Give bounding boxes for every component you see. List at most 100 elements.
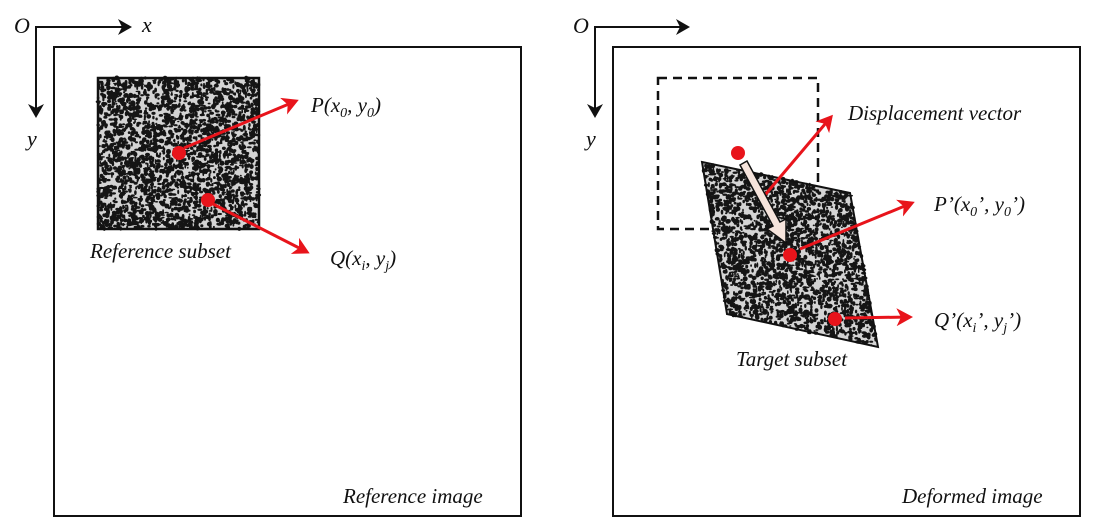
speckle-dot xyxy=(241,164,244,169)
speckle-dot xyxy=(182,194,188,198)
speckle-dot xyxy=(244,182,248,187)
speckle-dot xyxy=(162,219,165,224)
speckle-dot xyxy=(804,236,809,239)
speckle-dot xyxy=(726,308,732,311)
speckle-dot xyxy=(731,280,736,285)
speckle-dot xyxy=(112,154,118,158)
speckle-dot xyxy=(183,100,188,103)
speckle-dot xyxy=(765,306,770,309)
speckle-dot xyxy=(170,112,174,114)
speckle-dot xyxy=(153,148,158,154)
speckle-dot xyxy=(206,168,210,172)
speckle-dot xyxy=(852,301,856,306)
speckle-dot xyxy=(720,236,727,240)
speckle-dot xyxy=(244,93,247,99)
speckle-dot xyxy=(214,150,219,157)
speckle-dot xyxy=(816,189,820,194)
speckle-dot xyxy=(177,221,182,225)
speckle-dot xyxy=(245,100,250,105)
speckle-dot xyxy=(246,159,250,162)
speckle-dot xyxy=(756,214,760,220)
speckle-dot xyxy=(239,157,242,162)
speckle-dot xyxy=(180,142,184,145)
speckle-dot xyxy=(834,224,837,227)
speckle-dot xyxy=(218,92,222,97)
speckle-dot xyxy=(128,102,131,105)
speckle-dot xyxy=(131,142,133,147)
speckle-dot xyxy=(842,261,848,265)
speckle-dot xyxy=(831,278,835,281)
speckle-dot xyxy=(813,278,816,283)
speckle-dot xyxy=(232,84,235,89)
speckle-dot xyxy=(168,129,173,134)
speckle-dot xyxy=(123,156,128,160)
speckle-dot xyxy=(815,215,818,219)
speckle-dot xyxy=(771,260,774,263)
speckle-dot xyxy=(147,224,151,228)
speckle-dot xyxy=(836,266,839,271)
speckle-dot xyxy=(156,188,160,193)
speckle-dot xyxy=(167,101,170,106)
point-p-label: P(x0, y0) xyxy=(310,93,381,121)
speckle-dot xyxy=(207,102,211,105)
speckle-dot xyxy=(110,105,115,108)
speckle-dot xyxy=(225,193,228,196)
speckle-dot xyxy=(118,97,123,101)
speckle-dot xyxy=(139,109,143,114)
speckle-dot xyxy=(760,317,764,322)
speckle-dot xyxy=(790,279,792,284)
speckle-dot xyxy=(239,191,245,195)
speckle-dot xyxy=(799,284,802,287)
speckle-dot xyxy=(205,98,208,101)
speckle-dot xyxy=(163,194,167,199)
speckle-dot xyxy=(191,91,194,97)
speckle-dot xyxy=(152,79,155,82)
speckle-dot xyxy=(826,252,829,255)
speckle-dot xyxy=(116,141,121,146)
speckle-dot xyxy=(254,164,258,167)
speckle-dot xyxy=(215,217,220,223)
speckle-dot xyxy=(103,140,108,143)
speckle-dot xyxy=(202,170,205,175)
speckle-dot xyxy=(190,146,194,150)
speckle-dot xyxy=(249,96,253,100)
speckle-dot xyxy=(143,118,146,121)
speckle-dot xyxy=(198,144,203,148)
speckle-dot xyxy=(140,204,145,208)
speckle-dot xyxy=(783,311,787,317)
speckle-dot xyxy=(219,201,222,205)
speckle-dot xyxy=(187,86,191,90)
speckle-dot xyxy=(215,198,221,201)
speckle-dot xyxy=(140,211,144,215)
speckle-dot xyxy=(845,300,850,304)
speckle-dot xyxy=(208,173,211,178)
speckle-dot xyxy=(112,128,116,134)
speckle-dot xyxy=(107,188,112,192)
speckle-dot xyxy=(738,281,742,285)
speckle-dot xyxy=(241,109,244,114)
speckle-dot xyxy=(847,273,852,278)
speckle-dot xyxy=(763,295,768,300)
speckle-dot xyxy=(818,294,823,300)
speckle-dot xyxy=(234,174,237,178)
speckle-dot xyxy=(817,321,821,325)
speckle-dot xyxy=(766,300,770,306)
speckle-dot xyxy=(833,332,835,337)
speckle-dot xyxy=(107,207,110,211)
speckle-dot xyxy=(208,213,211,216)
speckle-dot xyxy=(105,130,108,136)
speckle-dot xyxy=(126,174,128,178)
speckle-dot xyxy=(810,238,814,242)
speckle-dot xyxy=(714,195,719,198)
speckle-dot xyxy=(737,274,740,280)
speckle-dot xyxy=(775,272,778,278)
speckle-dot xyxy=(786,204,792,207)
point-q xyxy=(201,193,215,207)
speckle-dot xyxy=(134,174,139,179)
speckle-dot xyxy=(734,282,739,286)
speckle-dot xyxy=(167,141,172,145)
speckle-dot xyxy=(99,134,102,139)
speckle-dot xyxy=(253,102,259,105)
speckle-dot xyxy=(235,194,239,198)
speckle-dot xyxy=(729,235,734,238)
